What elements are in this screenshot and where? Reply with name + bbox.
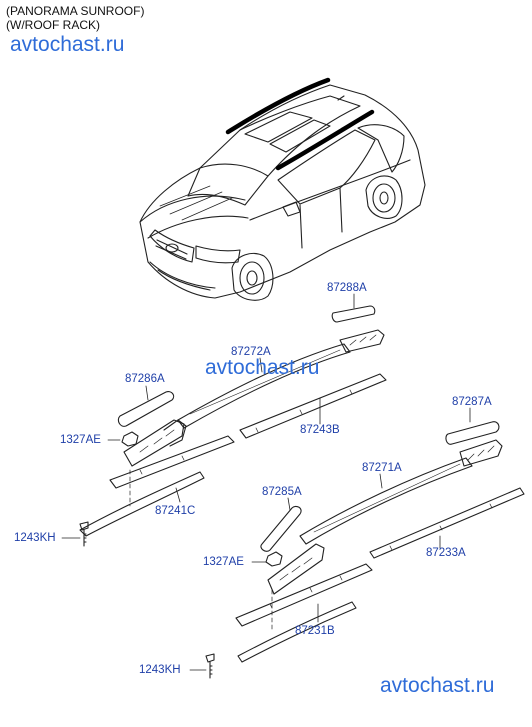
part-label-1243KH-lower[interactable]: 1243KH xyxy=(139,664,181,676)
part-label-87271A[interactable]: 87271A xyxy=(362,462,402,474)
watermark-middle: avtochast.ru xyxy=(205,356,320,379)
part-label-87288A[interactable]: 87288A xyxy=(327,282,367,294)
part-label-1327AE-lower[interactable]: 1327AE xyxy=(203,556,244,568)
part-label-87233A[interactable]: 87233A xyxy=(426,547,466,559)
part-label-87241C[interactable]: 87241C xyxy=(155,505,196,517)
vehicle-illustration xyxy=(139,77,426,301)
header-line-2: (W/ROOF RACK) xyxy=(6,18,100,32)
watermark-top: avtochast.ru xyxy=(10,33,125,56)
part-label-87243B[interactable]: 87243B xyxy=(300,424,340,436)
watermark-bottom: avtochast.ru xyxy=(380,674,495,697)
part-label-87285A[interactable]: 87285A xyxy=(262,486,302,498)
lower-rack-assembly xyxy=(189,407,525,679)
part-label-87231B[interactable]: 87231B xyxy=(295,625,335,637)
part-label-87287A[interactable]: 87287A xyxy=(452,396,492,408)
header-line-1: (PANORAMA SUNROOF) xyxy=(6,4,145,18)
part-label-1327AE-upper[interactable]: 1327AE xyxy=(60,434,101,446)
part-label-1243KH-upper[interactable]: 1243KH xyxy=(14,532,56,544)
part-label-87286A[interactable]: 87286A xyxy=(125,373,165,385)
upper-rack-assembly xyxy=(61,293,387,547)
part-label-87272A[interactable]: 87272A xyxy=(231,346,271,358)
